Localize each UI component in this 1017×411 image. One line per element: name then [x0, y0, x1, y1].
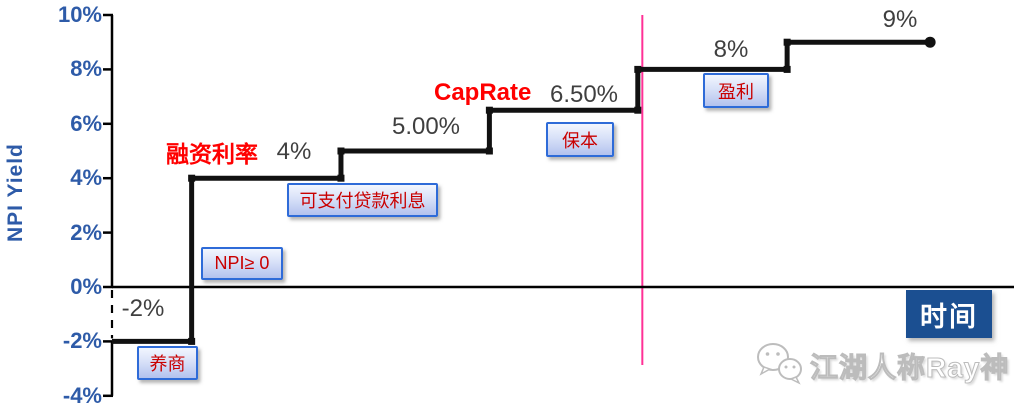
callout-label: NPI≥ 0 — [214, 253, 270, 273]
y-tick-label: 4% — [70, 165, 102, 190]
callout-yangshang: 养商 — [137, 346, 198, 380]
y-tick-label: 2% — [70, 220, 102, 245]
callout-label: 养商 — [149, 354, 186, 374]
callout-loan-interest: 可支付贷款利息 — [287, 183, 438, 217]
wechat-icon — [754, 338, 806, 393]
step-value-label: 9% — [882, 6, 918, 33]
y-tick-label: 0% — [70, 274, 102, 299]
callout-label: 可支付贷款利息 — [299, 191, 426, 211]
y-tick-label: 6% — [70, 111, 102, 136]
time-axis-label: 时间 — [906, 290, 992, 338]
step-value-label: 5.00% — [391, 113, 461, 140]
watermark-text: 江湖人称Ray神 — [809, 351, 1010, 383]
callout-profit: 盈利 — [703, 73, 769, 108]
financing-rate-label: 融资利率 — [166, 141, 258, 167]
y-tick-label: -2% — [62, 328, 102, 353]
callout-label: 盈利 — [718, 81, 754, 102]
watermark: 江湖人称Ray神 — [754, 338, 1009, 393]
step-value-label: 4% — [276, 138, 312, 165]
callout-label: 保本 — [562, 130, 598, 151]
y-tick-label: -4% — [62, 383, 102, 408]
step-value-label: 8% — [713, 36, 749, 63]
y-axis-title: NPI Yield — [4, 143, 27, 243]
callout-npi-ge-0: NPI≥ 0 — [201, 247, 283, 280]
step-value-label: 6.50% — [549, 81, 619, 108]
cap-rate-label: CapRate — [434, 79, 532, 106]
step-value-label: -2% — [121, 295, 165, 322]
callout-breakeven: 保本 — [546, 122, 614, 157]
y-tick-label: 8% — [70, 56, 102, 81]
y-tick-label: 10% — [57, 2, 102, 27]
